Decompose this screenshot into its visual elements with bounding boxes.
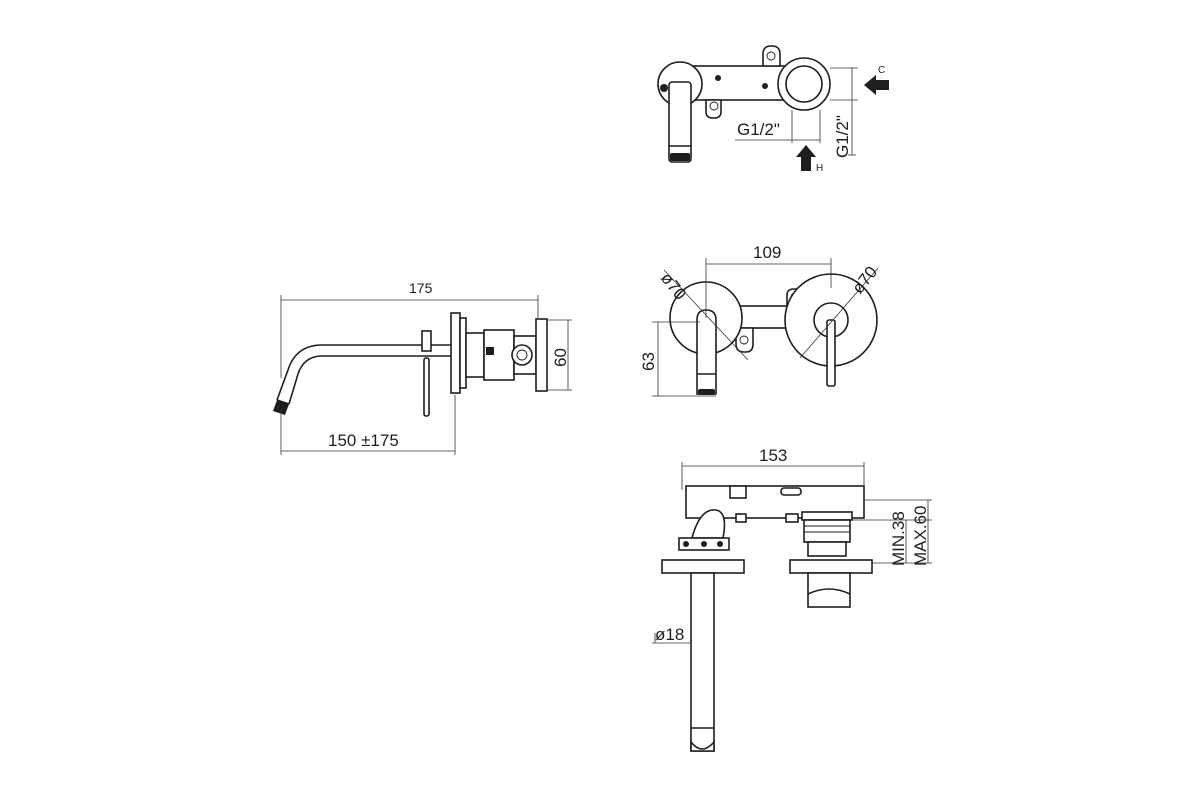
valve-body (465, 332, 485, 378)
max-depth-label: MAX.60 (911, 506, 930, 566)
top-plan-view: G1/2" C G1/2" H (657, 45, 889, 174)
mixer-flange (789, 559, 873, 574)
fixing-screw (660, 84, 668, 92)
spout-top-edge (276, 344, 451, 401)
cartridge-stem (807, 541, 847, 557)
spout-aerator (698, 389, 715, 395)
hot-marker: H (816, 163, 823, 174)
front-width-label: 109 (753, 243, 781, 262)
spout-aerator (273, 400, 289, 415)
spout-connector (690, 509, 726, 539)
hot-inlet-arrow (796, 145, 816, 171)
side-height-label: 60 (551, 348, 570, 367)
spout (690, 572, 715, 752)
cartridge (803, 519, 851, 543)
wall-flange (450, 312, 461, 394)
inlet-connector (511, 344, 533, 366)
cold-inlet-arrow (864, 75, 889, 95)
body-clip (735, 513, 747, 523)
bottom-view: 153 ø18 (652, 446, 932, 752)
spout-aerator (670, 153, 690, 161)
bottom-width-label: 153 (759, 446, 787, 465)
thread-label-right: G1/2" (833, 115, 852, 158)
wall-mount-plate (535, 318, 548, 392)
fixing-screw (486, 347, 494, 355)
min-depth-label: MIN.38 (889, 511, 908, 566)
body-slot (729, 485, 747, 499)
mixer-lever (826, 319, 836, 387)
spout-flange (661, 559, 745, 574)
spout (696, 309, 717, 395)
body-slot (780, 487, 802, 496)
body-clip (785, 513, 799, 523)
front-view: ø70 ø70 109 63 (639, 243, 881, 397)
side-view: 175 60 150 ±175 (273, 280, 572, 455)
cold-marker: C (878, 65, 885, 76)
mounting-lug (762, 45, 781, 67)
thread-label-bottom: G1/2" (737, 120, 780, 139)
side-length-label: 175 (409, 280, 433, 296)
mixer-lever (423, 357, 430, 417)
mounting-lug (705, 99, 722, 119)
wall-flange-plate (459, 317, 467, 389)
lever-base (421, 330, 432, 352)
spout (668, 81, 692, 163)
front-height-label: 63 (639, 352, 658, 371)
spout-bottom-edge (288, 355, 451, 405)
cartridge-cap (801, 511, 853, 521)
spout-diameter-label: ø18 (655, 625, 684, 644)
spout-projection-label: 150 ±175 (328, 431, 399, 450)
